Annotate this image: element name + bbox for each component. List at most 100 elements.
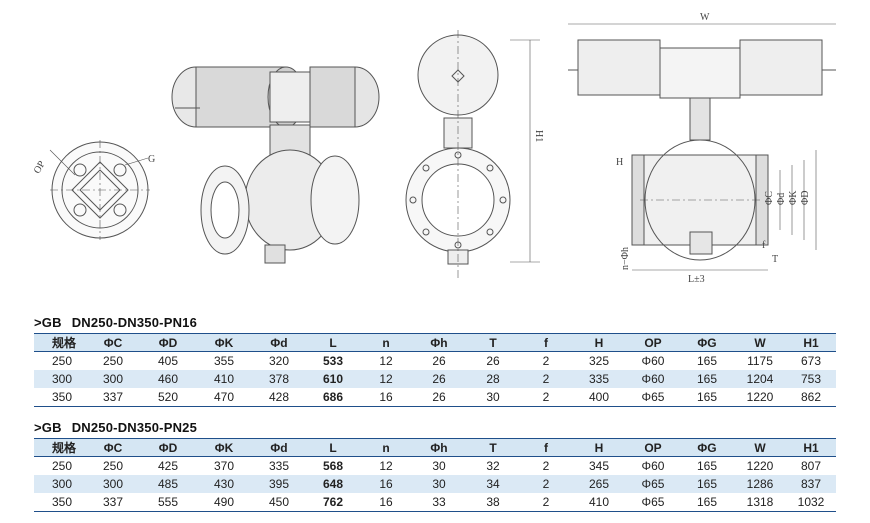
table-cell: 470 — [196, 388, 252, 407]
table-cell: 410 — [572, 493, 626, 512]
table-cell: 250 — [52, 354, 73, 368]
table-cell: 320 — [268, 354, 290, 368]
table-cell: 325 — [588, 354, 610, 368]
table-cell: 26 — [412, 388, 466, 407]
table-2-prefix: >GB — [34, 420, 62, 435]
table-row: 250 250 425 370 335 568 12 30 32 2 345 Φ… — [34, 457, 836, 476]
table-cell: 26 — [412, 370, 466, 388]
col-header: W — [734, 438, 786, 457]
table-cell: 430 — [196, 475, 252, 493]
technical-drawings: OP G H1 W H ΦC Φd ΦK ΦD f T n−Φh L±3 — [32, 12, 836, 285]
table-cell: 12 — [379, 459, 393, 473]
table-cell: 490 — [196, 493, 252, 512]
table-cell: 673 — [800, 354, 822, 368]
table-cell: 30 — [412, 475, 466, 493]
table-cell: 165 — [680, 475, 734, 493]
table-cell: 165 — [696, 459, 718, 473]
table-cell: 400 — [572, 388, 626, 407]
table-cell: 300 — [34, 370, 86, 388]
col-header: f — [520, 438, 572, 457]
table-cell: 1286 — [734, 475, 786, 493]
dim-phi-c-label: ΦC — [764, 191, 775, 205]
table-cell: Φ60 — [641, 354, 665, 368]
dim-h-label: H — [616, 157, 623, 168]
table-cell: 1220 — [734, 388, 786, 407]
table-cell: 250 — [52, 459, 73, 473]
table-header-row: 规格 ΦC ΦD ΦK Φd L n Φh T f H OP ΦG W H1 — [34, 438, 836, 457]
table-cell: 428 — [252, 388, 306, 407]
table-cell: 1175 — [747, 354, 773, 368]
col-header: Φd — [252, 438, 306, 457]
table-cell: 300 — [86, 370, 140, 388]
col-header: H — [572, 333, 626, 352]
table-cell: 30 — [466, 388, 520, 407]
table-row: 250 250 405 355 320 533 12 26 26 2 325 Φ… — [34, 352, 836, 371]
table-cell: 32 — [486, 459, 500, 473]
table-row: 350 337 555 490 450 762 16 33 38 2 410 Φ… — [34, 493, 836, 512]
col-header: ΦD — [140, 333, 196, 352]
table-cell: 30 — [432, 459, 446, 473]
valve-3d-view — [171, 66, 380, 264]
table-cell: 26 — [432, 354, 446, 368]
table-cell: Φ65 — [626, 475, 680, 493]
table-cell: 355 — [213, 354, 235, 368]
dim-op-label: OP — [32, 159, 48, 176]
col-header: L — [306, 438, 360, 457]
table-cell: Φ60 — [626, 370, 680, 388]
table-row: 300 300 460 410 378 610 12 26 28 2 335 Φ… — [34, 370, 836, 388]
col-header: ΦD — [140, 438, 196, 457]
table-cell: 425 — [157, 459, 179, 473]
table-cell: Φ60 — [641, 459, 665, 473]
table-cell: 2 — [520, 475, 572, 493]
table-cell: 450 — [252, 493, 306, 512]
dim-phi-d-label: ΦD — [800, 190, 811, 205]
col-header: H1 — [786, 438, 836, 457]
col-header: H — [572, 438, 626, 457]
table-cell: 2 — [520, 493, 572, 512]
table-cell: 34 — [466, 475, 520, 493]
table-cell: 395 — [252, 475, 306, 493]
table-cell: 265 — [572, 475, 626, 493]
table-row: 300 300 485 430 395 648 16 30 34 2 265 Φ… — [34, 475, 836, 493]
table-cell: Φ65 — [626, 493, 680, 512]
table-cell: 410 — [196, 370, 252, 388]
dim-g-label: G — [148, 154, 155, 165]
col-header: 规格 — [34, 438, 86, 457]
table-cell: 28 — [466, 370, 520, 388]
col-header: Φd — [252, 333, 306, 352]
col-header: n — [360, 333, 412, 352]
col-header: T — [466, 333, 520, 352]
table-cell: 300 — [86, 475, 140, 493]
dim-t-label: T — [772, 254, 778, 265]
dim-n-phi-h-label: n−Φh — [620, 247, 631, 270]
table-cell: 12 — [379, 354, 393, 368]
table-cell: 2 — [542, 354, 550, 368]
table-cell: 2 — [542, 459, 550, 473]
col-header: ΦG — [680, 333, 734, 352]
dim-phi-d-small-label: Φd — [776, 193, 787, 205]
table-cell: 16 — [360, 388, 412, 407]
table-cell: 1220 — [746, 459, 774, 473]
table-cell: 753 — [786, 370, 836, 388]
col-header: ΦK — [196, 438, 252, 457]
table-cell: 648 — [306, 475, 360, 493]
table-cell: 378 — [252, 370, 306, 388]
col-header: W — [734, 333, 786, 352]
table-1-prefix: >GB — [34, 315, 62, 330]
table-cell: 1204 — [734, 370, 786, 388]
table-cell: 862 — [786, 388, 836, 407]
table-cell: 807 — [800, 459, 822, 473]
table-cell: 26 — [486, 354, 500, 368]
col-header: OP — [626, 333, 680, 352]
table-cell: 165 — [680, 388, 734, 407]
table-cell: 335 — [572, 370, 626, 388]
table-cell: 12 — [360, 370, 412, 388]
table-cell: 686 — [306, 388, 360, 407]
table-cell: 762 — [306, 493, 360, 512]
table-row: 350 337 520 470 428 686 16 26 30 2 400 Φ… — [34, 388, 836, 407]
table-cell: 533 — [322, 354, 344, 368]
table-2-heading: DN250-DN350-PN25 — [71, 420, 198, 435]
col-header: H1 — [786, 333, 836, 352]
table-cell: 568 — [322, 459, 344, 473]
